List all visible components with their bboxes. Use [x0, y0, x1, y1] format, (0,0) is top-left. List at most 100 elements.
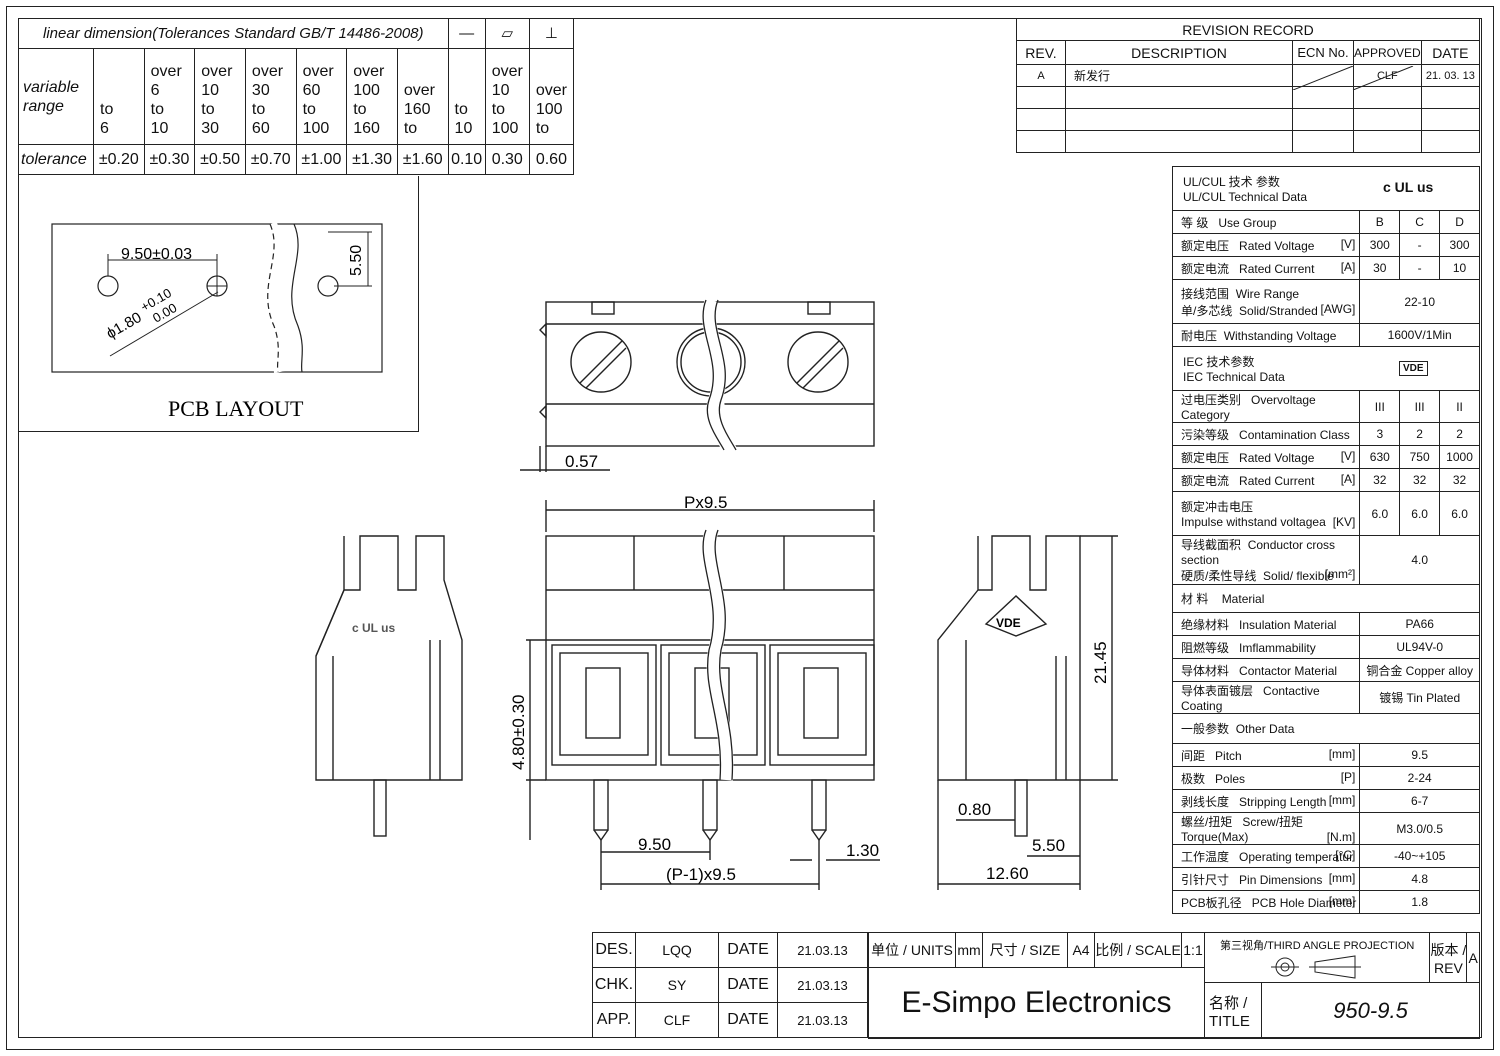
iec-header-en: IEC Technical Data	[1183, 370, 1285, 384]
wire-range-en: Wire Range	[1235, 286, 1300, 301]
iec-row-label: 额定电流 Rated Current[A]	[1171, 468, 1361, 492]
conductor-cn: 导线截面积	[1181, 538, 1242, 552]
label-cn: 工作温度	[1181, 849, 1230, 864]
material-row-value: UL94V-0	[1359, 635, 1480, 659]
label-cn: 极数	[1181, 771, 1206, 786]
tolerance-value: ±0.20	[93, 144, 145, 175]
material-row-label: 导体表面镀层 Contactive Coating	[1171, 681, 1361, 714]
drawing-title: 950-9.5	[1261, 982, 1480, 1039]
solid-stranded-en: Solid/Stranded	[1239, 303, 1318, 318]
screw-3	[787, 331, 849, 393]
title-label-cell: 名称 / TITLE	[1204, 982, 1262, 1039]
ul-row-value: 300	[1439, 233, 1480, 257]
range-line: over	[403, 82, 435, 99]
ul-row-value: 300	[1359, 233, 1401, 257]
range-line: to	[100, 101, 114, 118]
variable-range-label: variable range	[18, 48, 94, 145]
company-name: E-Simpo Electronics	[868, 967, 1205, 1039]
label-en: PCB Hole Diameter	[1251, 895, 1357, 910]
rev-label-cell: 版本 / REV	[1429, 932, 1468, 983]
iec-row-label: 污染等级 Contamination Class	[1171, 422, 1361, 446]
rev-label-cn: 版本 /	[1430, 941, 1467, 958]
range-line: 10	[201, 82, 220, 99]
rev-label-en: REV	[1434, 959, 1463, 976]
range-line: 100	[535, 101, 563, 118]
other-row: PCB板孔径 PCB Hole Diameter[mm]1.8	[1171, 890, 1480, 914]
range-line: 10	[491, 82, 510, 99]
other-row: 剥线长度 Stripping Length[mm]6-7	[1171, 789, 1480, 813]
date-col-header: DATE	[1420, 40, 1481, 65]
material-row-value: 铜合金 Copper alloy	[1359, 658, 1480, 682]
other-row-value: -40~+105	[1359, 844, 1480, 868]
title-label-cn: 名称 /	[1209, 994, 1248, 1012]
rev-value: A	[1466, 932, 1480, 983]
other-data-en: Other Data	[1235, 722, 1295, 736]
label-unit: [V]	[1340, 236, 1356, 251]
range-line: to	[535, 120, 550, 137]
ul-header-en: UL/CUL Technical Data	[1183, 190, 1308, 204]
iec-row-label: 额定电压 Rated Voltage[V]	[1171, 445, 1361, 469]
range-line: to	[302, 101, 316, 118]
range-line: over	[535, 82, 567, 99]
label-en: Rated Current	[1239, 473, 1315, 488]
range-line: 60	[302, 82, 321, 99]
revision-row	[1016, 108, 1481, 131]
app-date: 21.03.13	[777, 1002, 868, 1038]
app-label: APP.	[592, 1002, 636, 1038]
tolerance-value: 0.30	[484, 144, 530, 175]
ecn-col-header: ECN No.	[1292, 40, 1354, 65]
material-row-label: 导体材料 Contactor Material	[1171, 658, 1361, 682]
label-unit: [A]	[1340, 259, 1356, 274]
range-line: to	[201, 101, 215, 118]
other-row-value: 9.5	[1359, 743, 1480, 767]
range-line: to	[454, 101, 468, 118]
ul-row-label: 等 级 Use Group	[1171, 210, 1361, 234]
label-cn: 等 级	[1181, 215, 1209, 230]
range-line: to	[353, 101, 367, 118]
range-line: to	[150, 101, 164, 118]
label-cn: 额定电流	[1181, 261, 1230, 276]
range-line: 10	[454, 120, 473, 137]
range-line: 100	[491, 120, 519, 137]
label-cn: 额定电压	[1181, 450, 1230, 465]
label-unit: [mm]	[1328, 870, 1356, 885]
dim-0-57: 0.57	[565, 452, 598, 471]
iec-row-value: II	[1439, 390, 1480, 423]
range-line: 6	[150, 82, 160, 99]
side-vde-mark: VDE	[996, 616, 1021, 630]
date-cell: 21. 03. 13	[1420, 64, 1481, 87]
label-en: Screw/扭矩 Torque(Max)	[1181, 815, 1304, 844]
label-en: Rated Voltage	[1239, 238, 1315, 253]
other-data-cn: 一般参数	[1181, 722, 1230, 736]
label-en: Rated Voltage	[1239, 450, 1315, 465]
other-row: 间距 Pitch[mm]9.5	[1171, 743, 1480, 767]
tolerance-value: ±1.00	[295, 144, 348, 175]
straightness-symbol: —	[447, 18, 486, 49]
range-line: 160	[353, 120, 380, 137]
range-line: 60	[251, 120, 270, 137]
dim-9-50: 9.50	[638, 835, 671, 854]
pcb-layout-drawing: 9.50±0.03 5.50 ϕ1.80 +0.10 0.00 PCB LAYO…	[51, 221, 383, 421]
other-row: 极数 Poles[P]2-24	[1171, 766, 1480, 790]
label-en: Insulation Material	[1239, 617, 1337, 632]
pcb-layout-title: PCB LAYOUT	[168, 396, 304, 421]
vde-logo: VDE	[1399, 361, 1428, 376]
right-side-view	[937, 535, 1118, 890]
iec-row-value: III	[1399, 390, 1441, 423]
left-side-view	[315, 535, 463, 837]
other-row-label: 剥线长度 Stripping Length[mm]	[1171, 789, 1361, 813]
label-cn: 引针尺寸	[1181, 872, 1230, 887]
impulse-value: 6.0	[1439, 491, 1480, 536]
app-name: CLF	[635, 1002, 719, 1038]
wire-range-value: 22-10	[1359, 279, 1480, 324]
range-line: 100	[302, 120, 330, 137]
range-line: over	[491, 63, 523, 80]
dim-pitch-span: (P-1)x9.5	[666, 865, 736, 884]
range-line: to	[403, 120, 418, 137]
label-cn: 额定电压	[1181, 238, 1230, 253]
tolerance-table: linear dimension(Tolerances Standard GB/…	[18, 18, 575, 175]
